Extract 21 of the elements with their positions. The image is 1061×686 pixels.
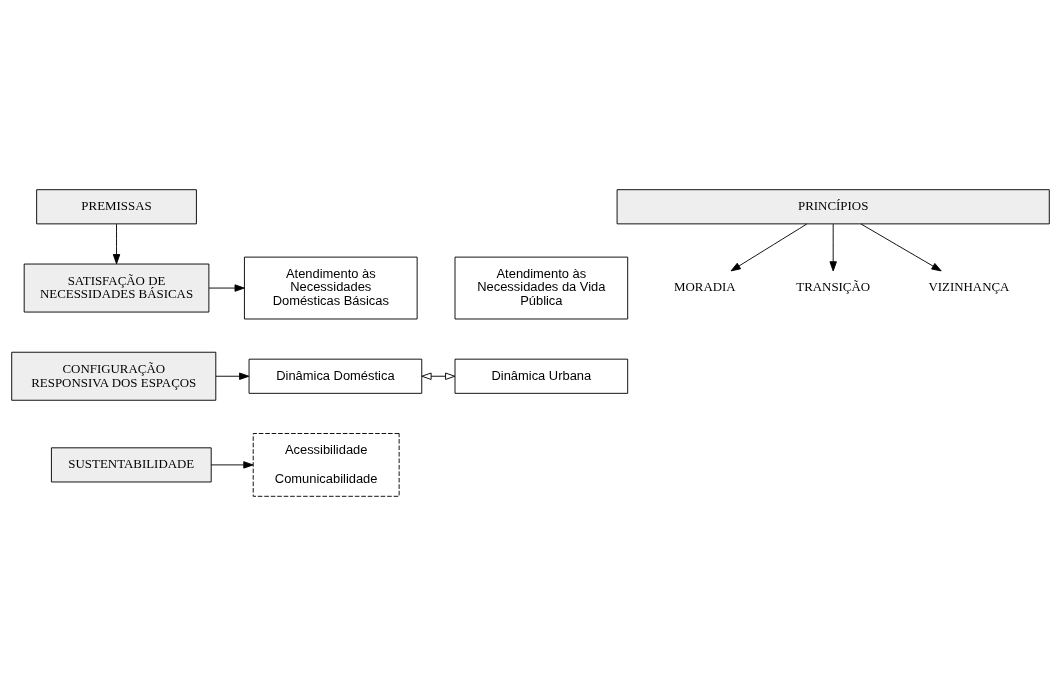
- arrow: [829, 223, 837, 272]
- node-box: Dinâmica Doméstica: [248, 358, 423, 394]
- arrow: [730, 223, 808, 272]
- node-box: Acessibilidade Comunicabilidade: [252, 433, 400, 497]
- arrow: [860, 223, 942, 272]
- arrow: [208, 284, 245, 292]
- node-text: TRANSIÇÃO: [796, 279, 871, 295]
- node-box: Atendimento às Necessidades Domésticas Básicas: [244, 256, 418, 320]
- node-box: Dinâmica Urbana: [454, 358, 629, 394]
- arrow: [112, 223, 121, 265]
- node-box: SATISFAÇÃO DE NECESSIDADES BÁSICAS: [23, 263, 210, 313]
- node-box: PREMISSAS: [36, 189, 197, 225]
- node-box: CONFIGURAÇÃO RESPONSIVA DOS ESPAÇOS: [11, 351, 217, 401]
- node-box: PRINCÍPIOS: [616, 189, 1050, 225]
- arrow: [210, 461, 254, 469]
- node-box: Atendimento às Necessidades da Vida Pública: [454, 256, 629, 320]
- node-text: MORADIA: [673, 279, 736, 295]
- node-box: SUSTENTABILIDADE: [50, 447, 212, 483]
- node-text: VIZINHANÇA: [928, 279, 1010, 295]
- arrow: [421, 372, 456, 380]
- arrow: [215, 372, 250, 380]
